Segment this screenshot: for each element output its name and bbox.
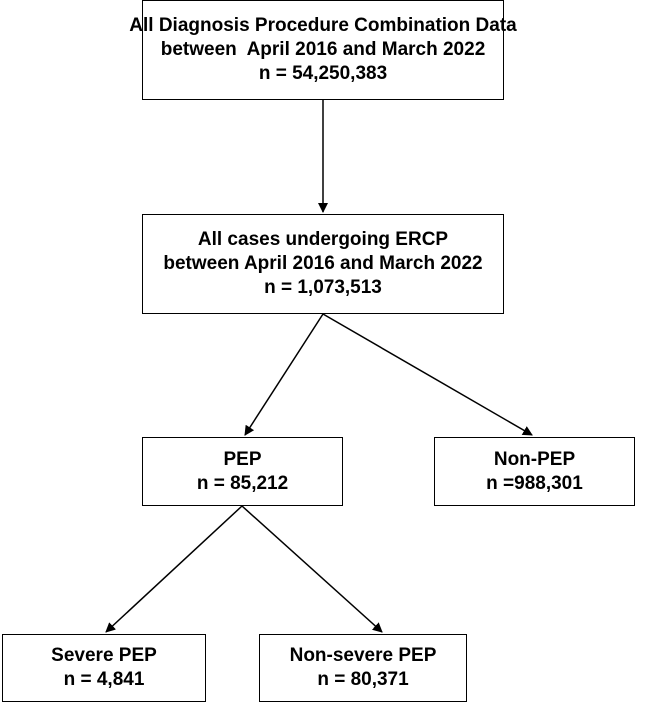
arrow-ercp-to-pep <box>244 313 324 436</box>
all-dpc-count: n = 54,250,383 <box>258 63 388 84</box>
ercp-cases-box: All cases undergoing ERCP between April … <box>142 214 504 314</box>
arrow-ercp-to-non-pep <box>322 313 533 436</box>
severe-pep-box: Severe PEP n = 4,841 <box>2 634 206 702</box>
pep-label: PEP <box>223 448 262 470</box>
arrow-pep-to-severe <box>105 505 243 633</box>
ercp-line2: between April 2016 and March 2022 <box>163 253 483 274</box>
severe-pep-count: n = 4,841 <box>63 669 145 690</box>
pep-count: n = 85,212 <box>196 472 289 494</box>
non-pep-label: Non-PEP <box>493 448 576 470</box>
pep-box: PEP n = 85,212 <box>142 437 343 506</box>
non-severe-pep-label: Non-severe PEP <box>289 645 437 666</box>
ercp-count: n = 1,073,513 <box>264 277 382 298</box>
severe-pep-label: Severe PEP <box>51 645 157 666</box>
ercp-line1: All cases undergoing ERCP <box>197 229 449 250</box>
all-dpc-data-box: All Diagnosis Procedure Combination Data… <box>129 0 517 100</box>
non-pep-count: n =988,301 <box>486 472 583 494</box>
all-dpc-line1: All Diagnosis Procedure Combination Data <box>129 15 517 36</box>
all-dpc-line2: between April 2016 and March 2022 <box>160 39 486 60</box>
non-severe-pep-box: Non-severe PEP n = 80,371 <box>259 634 467 702</box>
arrow-pep-to-non-severe <box>241 505 383 633</box>
non-severe-pep-count: n = 80,371 <box>317 669 409 690</box>
non-pep-box: Non-PEP n =988,301 <box>434 437 635 506</box>
